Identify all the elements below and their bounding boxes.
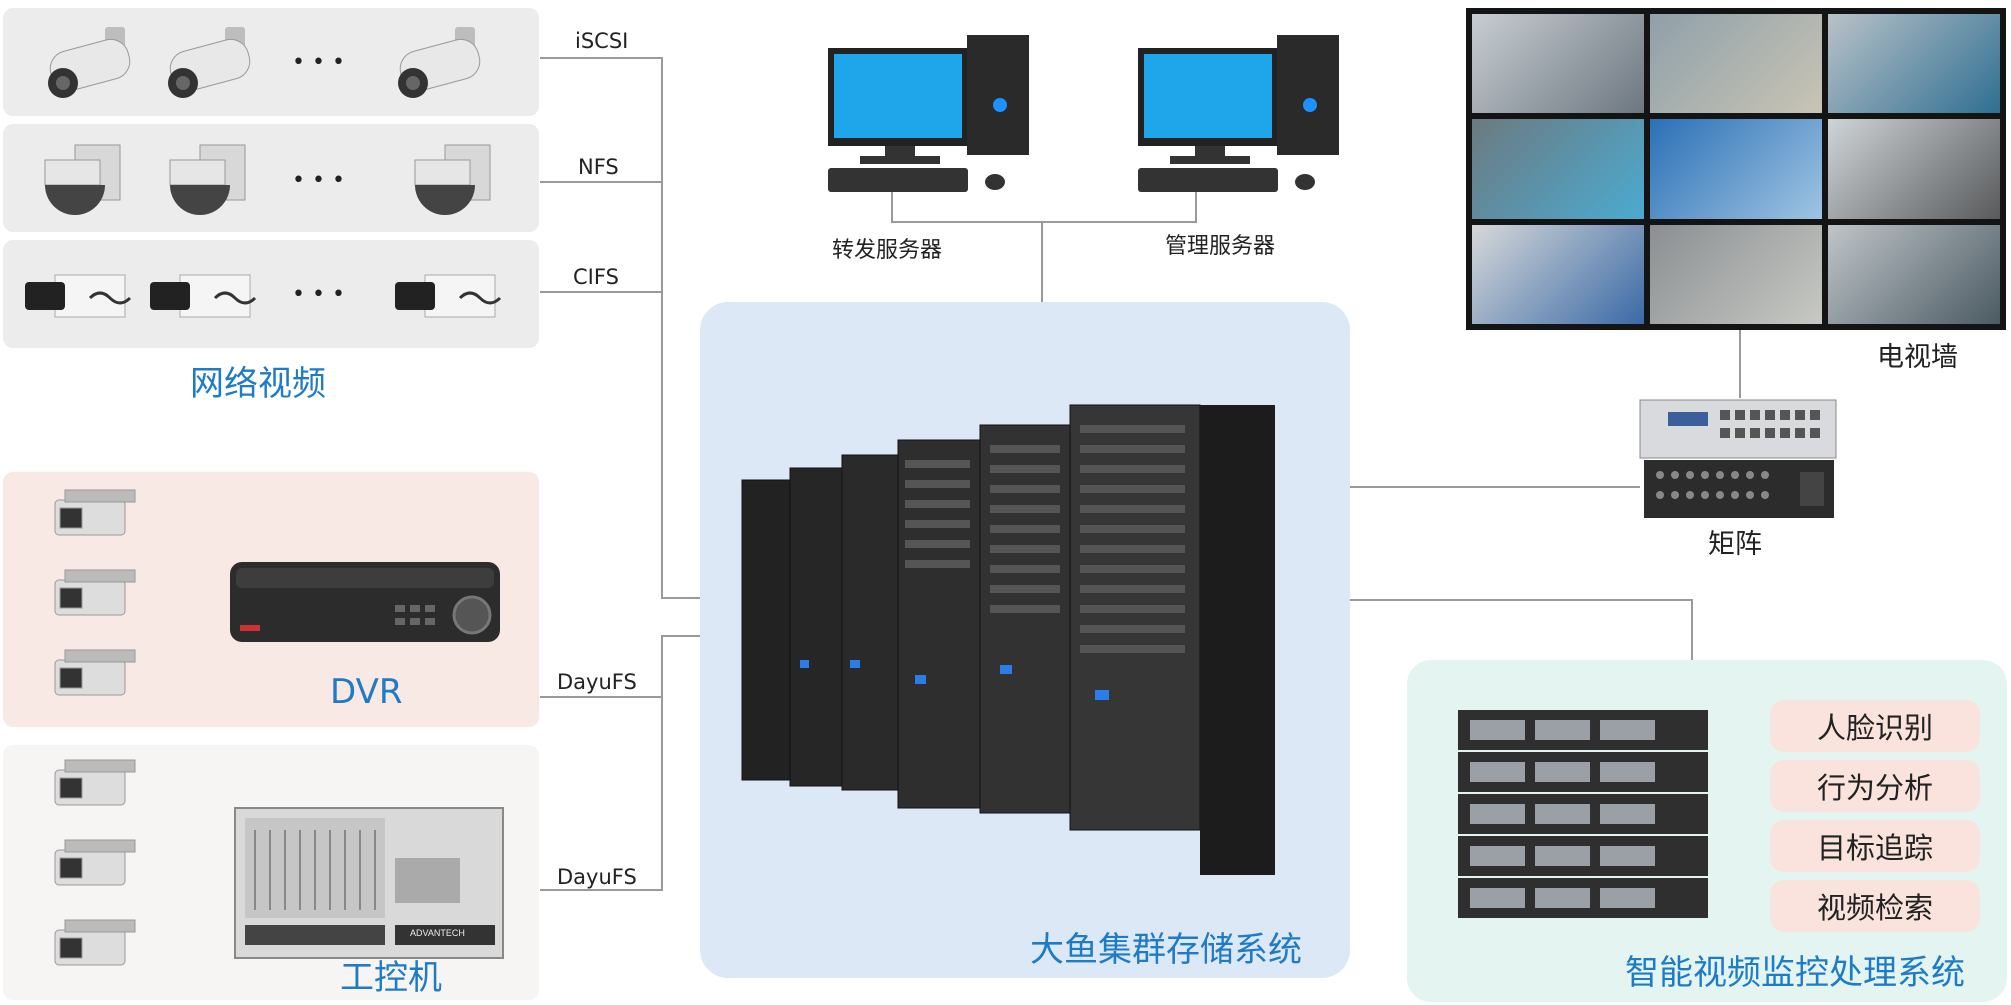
dvr-recorder-icon bbox=[230, 562, 500, 642]
protocol-label-dayufs: DayuFS bbox=[557, 865, 637, 889]
server-stack-icon bbox=[1458, 710, 1708, 918]
tv-screen bbox=[1828, 14, 2000, 114]
tv-screen bbox=[1650, 119, 1822, 219]
desktop-computer-icon bbox=[1138, 35, 1339, 192]
ellipsis: • • • bbox=[292, 282, 345, 307]
industrial-computer-icon bbox=[234, 807, 504, 959]
tv-screen bbox=[1650, 14, 1822, 114]
tv-screen bbox=[1472, 119, 1644, 219]
feature-behavior-analysis: 行为分析 bbox=[1770, 760, 1980, 812]
protocol-label-nfs: NFS bbox=[578, 155, 619, 179]
ipc-title: 工控机 bbox=[340, 958, 442, 998]
tv-screen bbox=[1828, 119, 2000, 219]
smart-processing-title: 智能视频监控处理系统 bbox=[1625, 953, 1965, 993]
protocol-label-dayufs: DayuFS bbox=[557, 670, 637, 694]
tv-screen bbox=[1472, 14, 1644, 114]
desktop-computer-icon bbox=[828, 35, 1029, 192]
line-iscsi bbox=[540, 57, 700, 599]
box-camera-icon bbox=[25, 274, 502, 318]
analog-camera-icon bbox=[54, 489, 136, 696]
tv-screen bbox=[1650, 224, 1822, 324]
matrix-title: 矩阵 bbox=[1708, 529, 1762, 560]
line-ipc bbox=[540, 636, 663, 891]
dome-camera-icon bbox=[44, 144, 491, 215]
protocol-label-iscsi: iSCSI bbox=[575, 29, 629, 53]
tv-screen bbox=[1828, 224, 2000, 324]
feature-video-search: 视频检索 bbox=[1770, 880, 1980, 932]
storage-system-title: 大鱼集群存储系统 bbox=[1030, 930, 1302, 970]
forward-server-label: 转发服务器 bbox=[832, 238, 943, 263]
protocol-label-cifs: CIFS bbox=[573, 265, 619, 289]
network-video-title: 网络视频 bbox=[190, 364, 326, 404]
server-rack-icon bbox=[741, 404, 1275, 875]
tv-screen bbox=[1472, 224, 1644, 324]
manage-server-label: 管理服务器 bbox=[1165, 234, 1276, 259]
bullet-camera-icon bbox=[48, 27, 481, 98]
tv-wall bbox=[1466, 8, 2006, 330]
tv-wall-title: 电视墙 bbox=[1877, 342, 1958, 373]
dvr-title: DVR bbox=[330, 672, 403, 712]
feature-face-recognition: 人脸识别 bbox=[1770, 700, 1980, 752]
line-servers bbox=[891, 192, 1197, 223]
feature-target-tracking: 目标追踪 bbox=[1770, 820, 1980, 872]
ellipsis: • • • bbox=[292, 168, 345, 193]
matrix-switch-icon bbox=[1639, 399, 1837, 518]
ellipsis: • • • bbox=[292, 50, 345, 75]
line-storage-smart bbox=[1350, 599, 1693, 660]
ipc-brand: ADVANTECH bbox=[410, 928, 465, 938]
